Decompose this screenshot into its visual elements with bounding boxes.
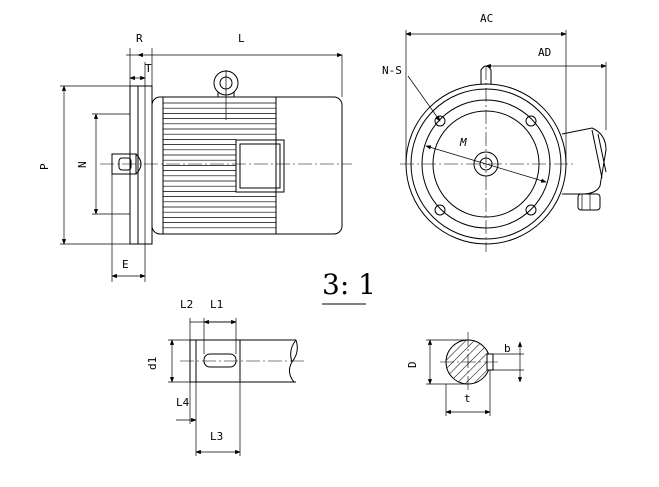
label-n: N: [76, 161, 89, 168]
cable-gland: [577, 193, 601, 211]
shaft-detail: L2 L1 d1 L4 L3: [146, 298, 306, 456]
label-e: E: [122, 258, 129, 271]
shaft-keyway: [203, 353, 237, 368]
label-d1: d1: [146, 357, 159, 370]
label-d: D: [406, 361, 419, 368]
scale-label: 3: 1: [322, 268, 376, 301]
terminal-box-front: [561, 127, 607, 195]
terminal-box: [235, 139, 285, 193]
label-ns: N-S: [382, 64, 402, 77]
label-p: P: [38, 163, 51, 170]
label-r: R: [136, 32, 143, 45]
bolt-hole: [434, 204, 446, 216]
cooling-fins: [163, 102, 276, 229]
label-m: M: [459, 136, 467, 149]
label-t-key: t: [464, 392, 471, 405]
label-ac: AC: [480, 12, 493, 25]
label-l: L: [238, 32, 245, 45]
label-ad: AD: [538, 46, 551, 59]
label-l2: L2: [180, 298, 193, 311]
label-l1: L1: [210, 298, 223, 311]
label-l4: L4: [176, 396, 190, 409]
shaft-section: D b t: [406, 332, 524, 416]
bolt-hole: [525, 115, 537, 127]
scale-note: 3: 1: [322, 268, 376, 305]
side-view: R L T P N E: [38, 32, 352, 282]
bolt-hole: [525, 204, 537, 216]
front-view: AC AD N-S M: [382, 12, 607, 252]
label-b: b: [504, 342, 511, 355]
label-t: T: [145, 62, 152, 75]
label-l3: L3: [210, 430, 223, 443]
motor-housing: [151, 96, 343, 235]
